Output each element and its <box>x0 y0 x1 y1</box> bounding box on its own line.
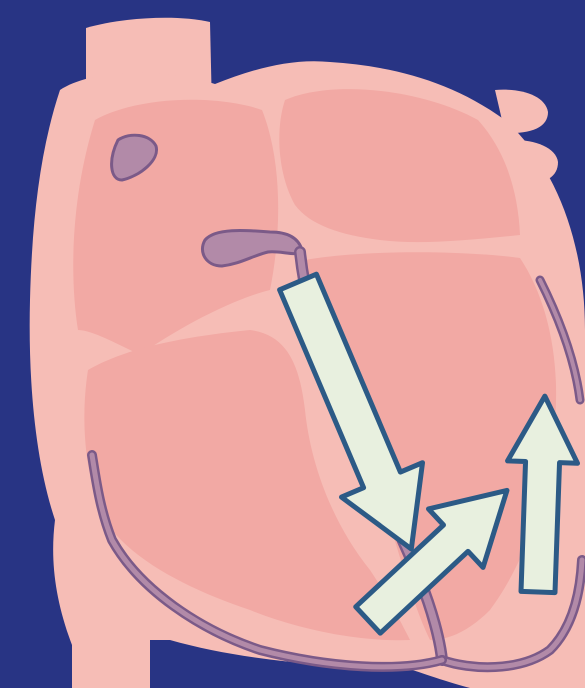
heart-diagram <box>0 0 585 688</box>
heart-illustration <box>0 0 585 688</box>
